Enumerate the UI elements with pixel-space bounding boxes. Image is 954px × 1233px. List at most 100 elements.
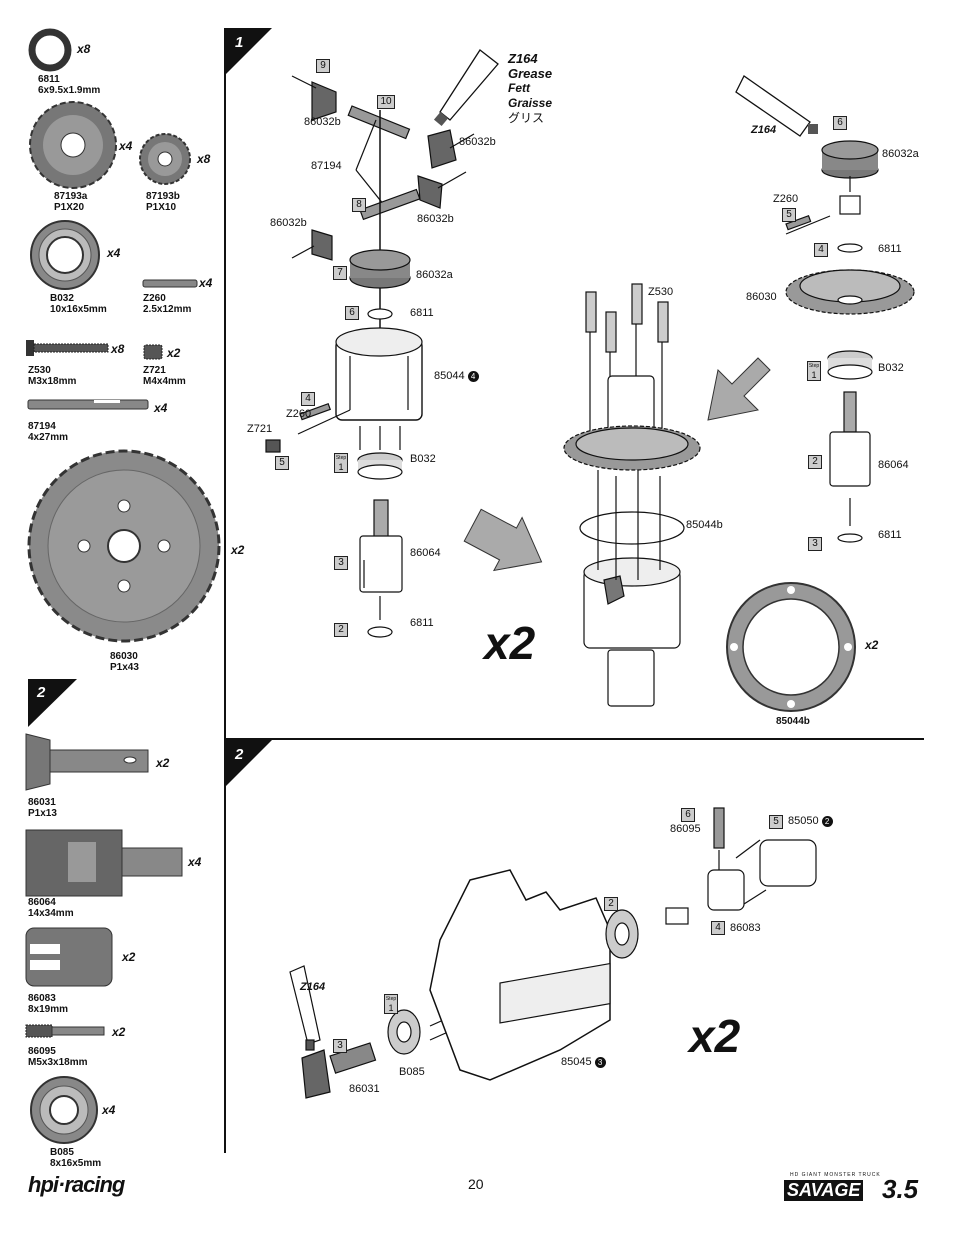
s1r-label-86032a: 86032a xyxy=(882,148,919,160)
grease-en: Grease xyxy=(508,66,553,81)
direction-arrow-right-icon xyxy=(463,508,543,572)
section2-number: 2 xyxy=(235,746,244,763)
washer-6811-icon xyxy=(28,28,72,72)
section1-left-diagram xyxy=(265,75,475,638)
s1r-step-5: 5 xyxy=(782,208,796,222)
s1-step-5: 5 xyxy=(275,456,289,470)
product-version: 3.5 xyxy=(882,1174,919,1204)
s1r-label-z260: Z260 xyxy=(773,193,799,205)
section1-center-diagram xyxy=(563,283,701,707)
pinion-86031-icon xyxy=(25,733,149,791)
s1r-qty-85044b: x2 xyxy=(865,638,879,652)
qty-z530: x8 xyxy=(111,342,125,356)
direction-arrow-down-left-icon xyxy=(707,357,771,421)
s1r-label-b032: B032 xyxy=(878,362,904,374)
section1-right-diagram xyxy=(785,140,915,543)
pin-z260-icon xyxy=(142,279,198,288)
s1r-label-86030: 86030 xyxy=(746,291,777,303)
s1-step-2: 2 xyxy=(334,623,348,637)
bearing-b085-icon xyxy=(30,1076,98,1144)
s1-label-86032b-3: 86032b xyxy=(270,217,307,229)
s1-label-6811-b: 6811 xyxy=(410,617,434,629)
section1-multiplier-left: x2 xyxy=(484,617,536,669)
s1-step-7: 7 xyxy=(333,266,347,280)
s1-label-z260: Z260 xyxy=(286,408,312,420)
section2-multiplier: x2 xyxy=(689,1010,741,1062)
gear-87193a-icon xyxy=(29,101,117,189)
s1r-label-86064: 86064 xyxy=(878,459,909,471)
s2-step-4: 4 xyxy=(711,921,725,935)
grease-text-block: Z164 Grease Fett Graisse グリス xyxy=(508,51,552,126)
s1-label-86032b-4: 86032b xyxy=(417,213,454,225)
s2-step-5: 5 xyxy=(769,815,783,829)
sidebar2-badge xyxy=(28,679,77,727)
grease-de: Fett xyxy=(508,81,530,95)
grease-jp: グリス xyxy=(508,111,545,125)
s2-step-3: 3 xyxy=(333,1039,347,1053)
qty-87194: x4 xyxy=(154,401,168,415)
s2-label-z164: Z164 xyxy=(300,981,326,993)
s1-label-86032b-1: 86032b xyxy=(304,116,341,128)
s1r-label-6811-a: 6811 xyxy=(878,243,902,255)
sidebar2-number: 2 xyxy=(37,684,46,701)
qty-86064: x4 xyxy=(188,855,202,869)
qty-86031: x2 xyxy=(156,756,170,770)
qty-87193b: x8 xyxy=(197,152,211,166)
s1-step-8: 8 xyxy=(352,198,366,212)
qty-86095: x2 xyxy=(112,1025,126,1039)
s1-ref-85044: 4 xyxy=(467,371,479,382)
s1-label-85044: 85044 4 xyxy=(434,370,479,382)
grease-fr: Graisse xyxy=(508,96,553,110)
s2-step-2: 2 xyxy=(604,897,618,911)
s1-step-10: 10 xyxy=(377,95,395,109)
brand-logo: hpi·racing xyxy=(28,1172,125,1197)
qty-z721: x2 xyxy=(167,346,181,360)
s1-label-87194: 87194 xyxy=(311,160,342,172)
s2-label-85045: 85045 3 xyxy=(561,1056,606,1068)
qty-b085: x4 xyxy=(102,1103,116,1117)
s1r-label-z164: Z164 xyxy=(751,124,777,136)
grease-tube-icon xyxy=(433,49,499,127)
s1-label-6811-a: 6811 xyxy=(410,307,434,319)
outdrive-86064-icon xyxy=(25,829,183,897)
s1-label-b032: B032 xyxy=(410,453,436,465)
section2-badge xyxy=(226,740,272,786)
s1-step-4: 4 xyxy=(301,392,315,406)
s2-label-85050: 85050 2 xyxy=(788,815,833,827)
joint-86083-icon xyxy=(25,927,113,987)
bearing-b032-icon xyxy=(30,220,100,290)
s2-step-6: 6 xyxy=(681,808,695,822)
s1r-step-4: 4 xyxy=(814,243,828,257)
setscrew-z721-icon xyxy=(143,344,163,360)
product-name: SAVAGE xyxy=(784,1180,864,1201)
s1-label-z721: Z721 xyxy=(247,423,273,435)
s1r-label-6811-b: 6811 xyxy=(878,529,902,541)
qty-86083: x2 xyxy=(122,950,136,964)
divider-sidebar-sections xyxy=(28,676,224,678)
s1-label-86064: 86064 xyxy=(410,547,441,559)
s1r-step-3: 3 xyxy=(808,537,822,551)
s2-label-86031: 86031 xyxy=(349,1083,380,1095)
product-tagline: HD GIANT MONSTER TRUCK xyxy=(790,1172,881,1178)
s1-step-3: 3 xyxy=(334,556,348,570)
s1-step-9: 9 xyxy=(316,59,330,73)
screw-86095-icon xyxy=(25,1024,105,1038)
s1r-label-85044b: 85044b xyxy=(776,716,810,727)
s2-ref-85045: 3 xyxy=(594,1057,606,1068)
qty-86030: x2 xyxy=(231,543,245,557)
s1-label-86032b-2: 86032b xyxy=(459,136,496,148)
qty-b032: x4 xyxy=(107,246,121,260)
